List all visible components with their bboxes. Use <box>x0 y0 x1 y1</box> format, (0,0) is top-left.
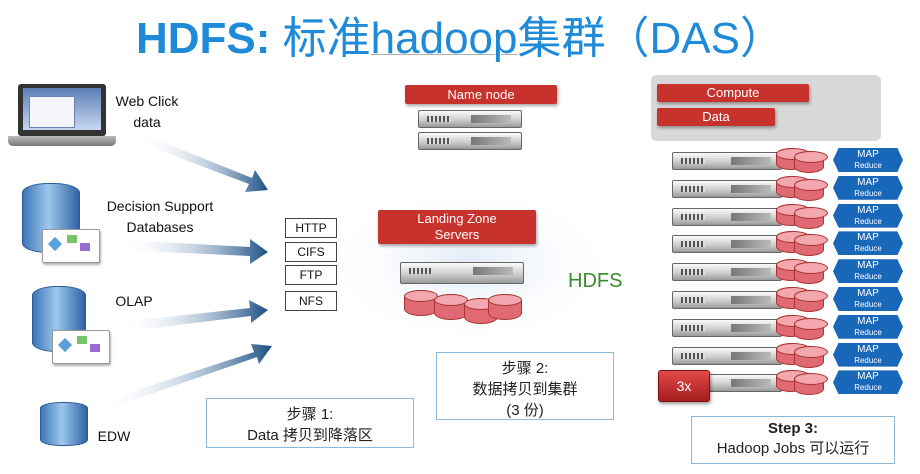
step1-box: 步骤 1: Data 拷贝到降落区 <box>206 398 414 448</box>
source-label-edw: EDW <box>97 428 131 444</box>
cluster-server <box>672 152 782 170</box>
source-arrow <box>120 239 268 264</box>
protocol-nfs: NFS <box>285 291 337 311</box>
step2-heading: 步骤 2: <box>501 360 549 377</box>
name-node-server <box>418 110 522 128</box>
name-node-label: Name node <box>405 85 557 104</box>
disk-icon <box>794 345 828 368</box>
reduce-label: Reduce <box>854 300 882 309</box>
protocol-ftp: FTP <box>285 265 337 285</box>
map-label: MAP <box>857 288 879 299</box>
database-icon <box>32 286 112 368</box>
cluster-server <box>672 207 782 226</box>
map-label: MAP <box>857 232 879 244</box>
title-rest-a: 标准 <box>270 14 371 63</box>
disk-icon <box>794 317 828 340</box>
source-label-dss: Decision Support Databases <box>106 198 214 235</box>
disk-icon <box>404 290 438 316</box>
step3-text: Hadoop Jobs 可以运行 <box>716 440 870 457</box>
source-label-olap: OLAP <box>115 293 153 309</box>
disk-icon <box>794 262 828 285</box>
step1-text: Data 拷贝到降落区 <box>247 427 373 444</box>
cluster-server <box>672 263 782 282</box>
step3-heading: Step 3: <box>767 420 818 437</box>
hdfs-label: HDFS <box>568 270 623 292</box>
data-label: Data <box>657 108 775 126</box>
source-label-web: Web Click data <box>115 93 179 130</box>
disk-icon <box>794 178 828 201</box>
disk-icon <box>434 294 468 320</box>
cluster-server <box>672 346 782 365</box>
replica-badge: 3x <box>658 370 710 402</box>
title-bold: HDFS: <box>136 14 271 63</box>
map-label: MAP <box>857 315 879 327</box>
name-node-server <box>418 132 522 150</box>
landing-zone-label: Landing Zone Servers <box>378 210 536 244</box>
database-icon <box>22 183 102 265</box>
disk-icon <box>794 234 828 257</box>
disk-icon <box>794 151 828 173</box>
map-label: MAP <box>857 371 879 383</box>
reduce-label: Reduce <box>854 327 882 337</box>
source-arrow <box>120 300 268 332</box>
source-arrow <box>100 344 272 410</box>
reduce-label: Reduce <box>854 161 882 170</box>
map-label: MAP <box>857 149 879 160</box>
map-label: MAP <box>857 343 879 355</box>
step2-text: 数据拷贝到集群 <box>472 381 578 398</box>
page-title: HDFS: 标准hadoop集群（DAS） <box>0 2 920 66</box>
reduce-label: Reduce <box>854 188 882 198</box>
compute-label: Compute <box>657 84 809 102</box>
map-label: MAP <box>857 260 879 272</box>
cluster-server <box>672 318 782 337</box>
reduce-label: Reduce <box>854 244 882 254</box>
protocol-cifs: CIFS <box>285 242 337 262</box>
cluster-server <box>672 235 782 254</box>
title-rest-u: hadoop <box>370 14 518 63</box>
landing-server <box>400 262 524 284</box>
disk-icon <box>488 294 522 320</box>
reduce-label: Reduce <box>854 216 882 226</box>
disk-icon <box>794 206 828 229</box>
map-label: MAP <box>857 176 879 188</box>
source-arrow <box>140 135 268 192</box>
database-icon <box>40 402 88 446</box>
cluster-server <box>672 291 782 309</box>
step3-box: Step 3: Hadoop Jobs 可以运行 <box>691 416 895 464</box>
map-label: MAP <box>857 204 879 216</box>
reduce-label: Reduce <box>854 383 882 393</box>
disk-icon <box>794 290 828 312</box>
reduce-label: Reduce <box>854 355 882 365</box>
step1-heading: 步骤 1: <box>286 406 334 423</box>
reduce-label: Reduce <box>854 272 882 282</box>
protocol-http: HTTP <box>285 218 337 238</box>
disk-icon <box>794 373 828 396</box>
step2-sub: (3 份) <box>506 402 544 419</box>
cluster-server <box>672 179 782 198</box>
step2-box: 步骤 2: 数据拷贝到集群 (3 份) <box>436 352 614 420</box>
title-rest-b: 集群（DAS） <box>517 14 784 63</box>
laptop-icon <box>8 84 116 148</box>
